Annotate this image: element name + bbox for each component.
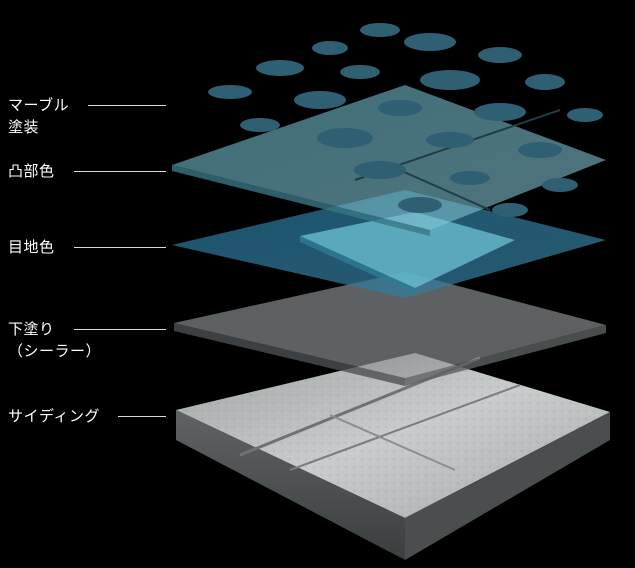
leader-line-siding bbox=[118, 416, 166, 417]
label-siding: サイディング bbox=[8, 405, 100, 427]
label-marble-paint-line1: マーブル bbox=[8, 96, 70, 114]
label-joint-color-text: 目地色 bbox=[8, 238, 55, 256]
joint-color-layer bbox=[172, 190, 606, 298]
marble-paint-layer bbox=[208, 23, 603, 217]
leader-line-convex bbox=[74, 171, 166, 172]
label-marble-paint-line2: 塗装 bbox=[8, 118, 40, 136]
label-primer-line1: 下塗り bbox=[8, 320, 55, 338]
label-primer: 下塗り （シーラー） bbox=[8, 318, 101, 362]
label-marble-paint: マーブル 塗装 bbox=[8, 94, 69, 138]
leader-line-primer bbox=[74, 329, 166, 330]
label-primer-line2: （シーラー） bbox=[8, 342, 102, 360]
label-siding-text: サイディング bbox=[8, 407, 100, 425]
label-convex-color-text: 凸部色 bbox=[8, 162, 55, 180]
primer-layer bbox=[174, 272, 606, 386]
siding-layer bbox=[176, 353, 610, 560]
leader-line-marble bbox=[88, 105, 166, 106]
label-joint-color: 目地色 bbox=[8, 236, 55, 258]
label-convex-color: 凸部色 bbox=[8, 160, 55, 182]
leader-line-joint bbox=[74, 247, 166, 248]
